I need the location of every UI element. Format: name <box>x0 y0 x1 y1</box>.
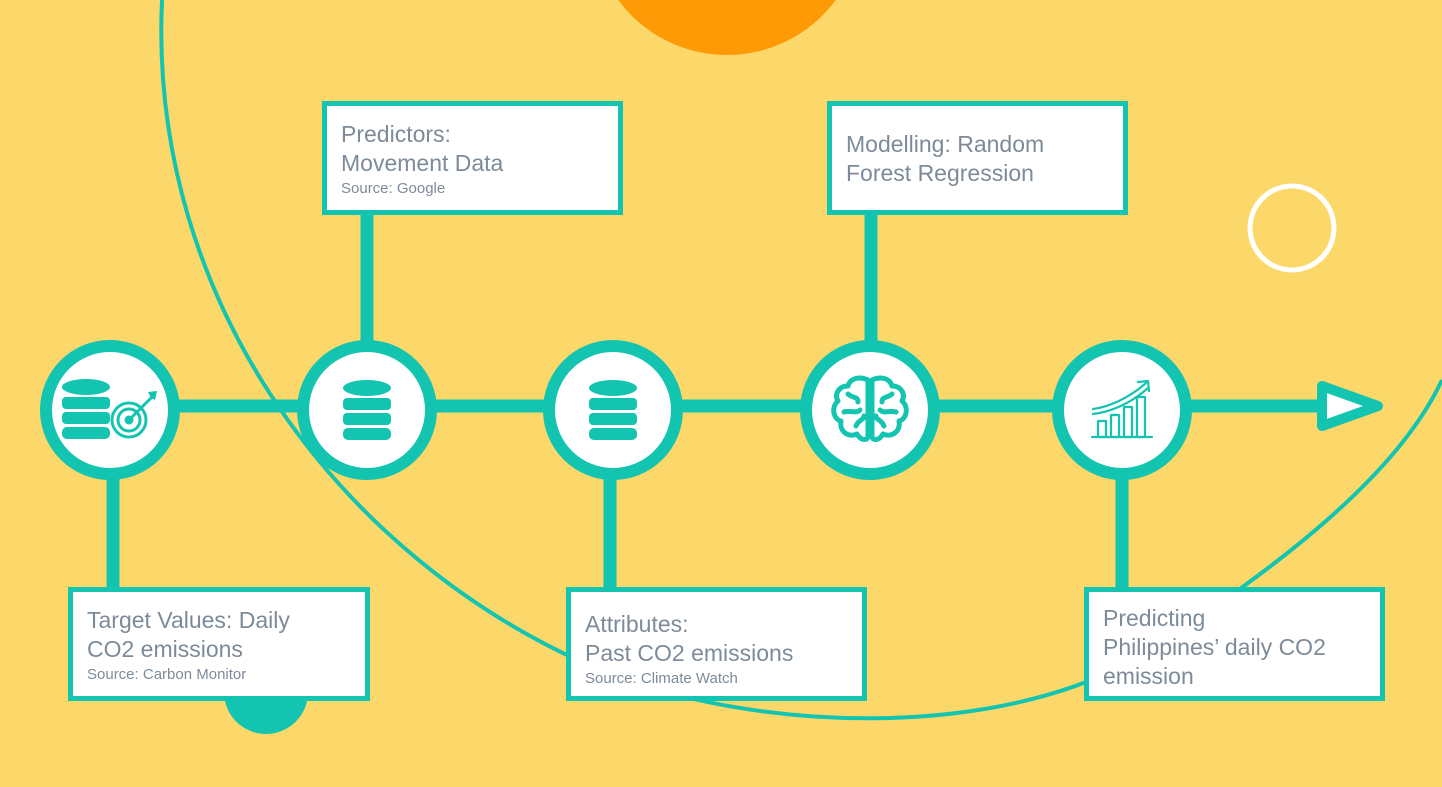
box-predictors: Predictors: Movement Data Source: Google <box>322 101 623 215</box>
target-values-title: Target Values: Daily CO2 emissions <box>87 607 290 662</box>
predicting-title: Predicting Philippines’ daily CO2 emissi… <box>1103 605 1326 689</box>
white-ring-decoration <box>1247 183 1337 273</box>
predictors-title: Predictors: Movement Data <box>341 121 504 176</box>
growth-chart-icon <box>1090 379 1154 439</box>
node-predictors <box>297 340 437 480</box>
node-modelling <box>800 340 940 480</box>
box-target-values: Target Values: Daily CO2 emissions Sourc… <box>68 587 370 701</box>
large-arc-decoration <box>159 0 1442 721</box>
brain-icon <box>831 375 909 442</box>
attributes-title: Attributes: Past CO2 emissions <box>585 611 794 666</box>
timeline-arrowhead <box>1317 381 1383 431</box>
node-attributes <box>543 340 683 480</box>
database-icon <box>589 380 637 440</box>
attributes-source: Source: Climate Watch <box>585 670 738 687</box>
orange-sun-decoration <box>618 0 836 55</box>
box-predicting: Predicting Philippines’ daily CO2 emissi… <box>1084 587 1385 701</box>
target-values-source: Source: Carbon Monitor <box>87 666 247 683</box>
database-icon <box>343 380 391 440</box>
node-predicting <box>1052 340 1192 480</box>
node-target-values <box>40 340 180 480</box>
predictors-source: Source: Google <box>341 180 446 197</box>
box-attributes: Attributes: Past CO2 emissions Source: C… <box>566 587 867 701</box>
database-target-icon <box>62 379 157 439</box>
box-modelling: Modelling: Random Forest Regression <box>827 101 1128 215</box>
modelling-title: Modelling: Random Forest Regression <box>846 131 1045 186</box>
